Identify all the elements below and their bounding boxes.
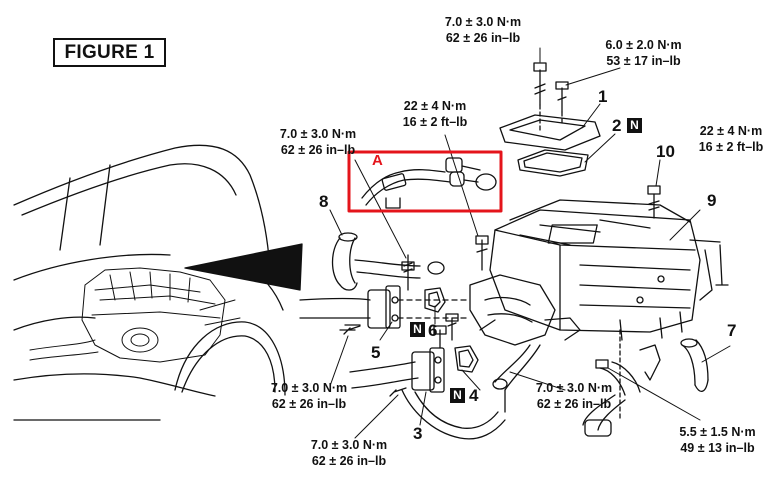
figure-title: FIGURE 1 bbox=[53, 38, 166, 67]
callout-8: 8 bbox=[319, 192, 329, 211]
coolant-connector-assembly bbox=[469, 235, 581, 413]
n-badge-6: N bbox=[410, 322, 425, 337]
vehicle-outline bbox=[13, 144, 286, 421]
bolts-top bbox=[533, 62, 569, 131]
callout-10: 10 bbox=[656, 142, 675, 161]
gasket-part-4 bbox=[454, 345, 479, 373]
detail-label-a: A bbox=[372, 152, 383, 169]
callout-7: 7 bbox=[727, 321, 737, 340]
callout-5: 5 bbox=[371, 343, 381, 362]
pipe-bracket-part-5 bbox=[299, 254, 471, 331]
bolt-10 bbox=[647, 185, 661, 219]
gasket-part-2 bbox=[517, 149, 589, 177]
n-badge-2: N bbox=[627, 118, 642, 133]
leader-lines bbox=[329, 47, 731, 439]
n-badge-4: N bbox=[450, 388, 465, 403]
callout-9: 9 bbox=[707, 191, 717, 210]
callout-6: 6 bbox=[428, 321, 438, 340]
callout-4: 4 bbox=[469, 386, 479, 405]
engine-compartment bbox=[29, 267, 241, 363]
callout-2: 2 bbox=[612, 116, 622, 135]
hose-part-8 bbox=[331, 232, 445, 291]
bolts-lower bbox=[343, 313, 459, 397]
inverter-assembly-9 bbox=[489, 199, 729, 341]
callout-1: 1 bbox=[598, 87, 608, 106]
detail-view-a bbox=[347, 150, 503, 213]
pipe-assembly-part-3 bbox=[349, 325, 506, 440]
callout-3: 3 bbox=[413, 424, 423, 443]
gasket-part-6 bbox=[424, 287, 446, 313]
zoom-wedge bbox=[184, 243, 303, 291]
cover-part-1 bbox=[499, 114, 601, 151]
